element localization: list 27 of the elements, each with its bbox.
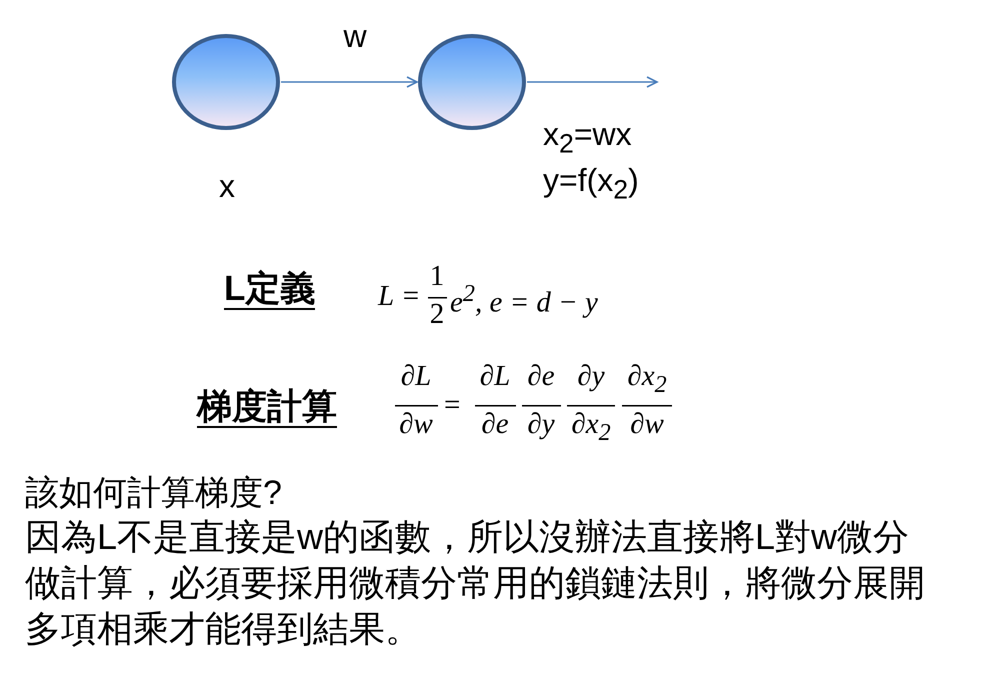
- formula-term: ∂x$_{2}$: [627, 362, 667, 397]
- formula-term: ∂w: [399, 410, 433, 439]
- formula-term: ∂w: [630, 410, 664, 439]
- section-heading: L定義: [224, 271, 316, 310]
- formula-term: ∂e: [527, 362, 555, 391]
- equation-text: y=f(x$_{2}$): [543, 164, 639, 204]
- equation-text: x$_{2}$=wx: [543, 118, 632, 158]
- formula-term: e$^{2}$, e = d − y: [450, 282, 598, 318]
- arrow: [281, 76, 418, 88]
- section-heading: 梯度計算: [197, 389, 337, 428]
- formula-term: L =: [378, 282, 420, 311]
- question-text: 該如何計算梯度?: [25, 476, 282, 510]
- formula-term: ∂L: [480, 362, 510, 391]
- formula-term: 2: [430, 300, 444, 329]
- formula-term: 1: [430, 262, 444, 291]
- variable-label: x: [219, 170, 235, 202]
- arrow: [527, 76, 658, 88]
- node-circle: [172, 34, 280, 130]
- formula-term: =: [444, 391, 460, 420]
- formula-term: ∂e: [481, 410, 509, 439]
- paragraph: 因為L不是直接是w的函數，所以沒辦法直接將L對w微分做計算，必須要採用微積分常用的鎖鏈法則，將微分展開多項相乘才能得到結果。: [25, 515, 926, 651]
- formula-term: ∂y: [527, 410, 555, 439]
- node-circle: [418, 34, 526, 130]
- edge-label: w: [343, 20, 367, 52]
- formula-term: ∂L: [400, 362, 432, 391]
- formula-term: ∂x$_{2}$: [571, 410, 611, 445]
- formula-term: ∂y: [577, 362, 605, 391]
